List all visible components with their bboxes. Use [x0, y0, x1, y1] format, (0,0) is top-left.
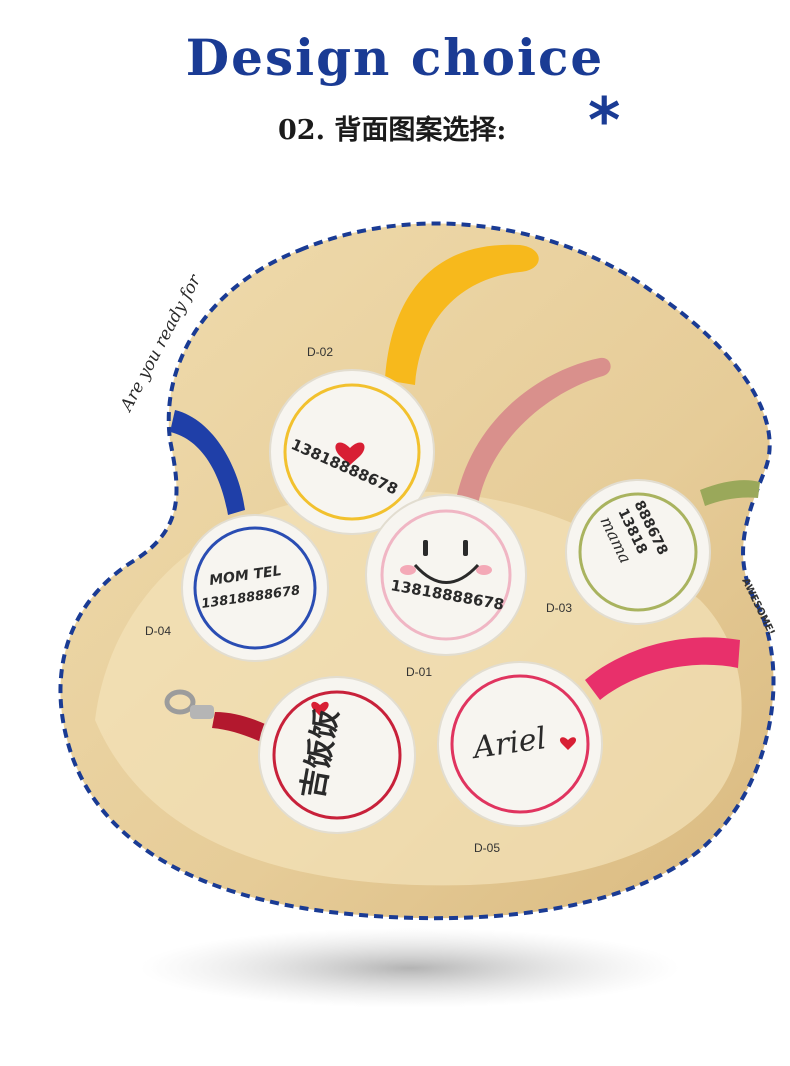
tag-d01-code: D-01	[406, 665, 432, 679]
strap-yellow	[385, 244, 539, 385]
strap-pink-hot	[585, 637, 740, 700]
keychain-clasp-icon	[164, 689, 214, 719]
heart-icon	[311, 701, 329, 716]
tag-d02-code: D-02	[307, 345, 333, 359]
tag-d02: 13818888678 D-02	[269, 345, 435, 535]
tag-d04-code: D-04	[145, 624, 171, 638]
tag-d05-code: D-05	[474, 841, 500, 855]
strap-pink	[455, 357, 611, 505]
tag-d01: 13818888678 D-01	[365, 494, 527, 679]
tag-d03: mama 13818 888678 D-03	[546, 479, 711, 625]
heart-icon	[335, 442, 365, 465]
tag-d03-code: D-03	[546, 601, 572, 615]
smiley-face-icon	[400, 540, 492, 584]
strap-blue	[170, 410, 245, 515]
strap-green	[700, 480, 760, 506]
asterisk-icon: *	[588, 84, 621, 157]
page-title: Design choice	[185, 28, 605, 87]
heart-icon	[559, 737, 577, 750]
tag-d05: Ariel D-05	[437, 661, 603, 855]
section-subtitle: 02. 背面图案选择:	[278, 115, 507, 146]
tag-d04: MOM TEL 13818888678 D-04	[145, 514, 329, 662]
tag-red: 吉饭饭	[258, 676, 416, 834]
drop-shadow	[140, 928, 680, 1008]
